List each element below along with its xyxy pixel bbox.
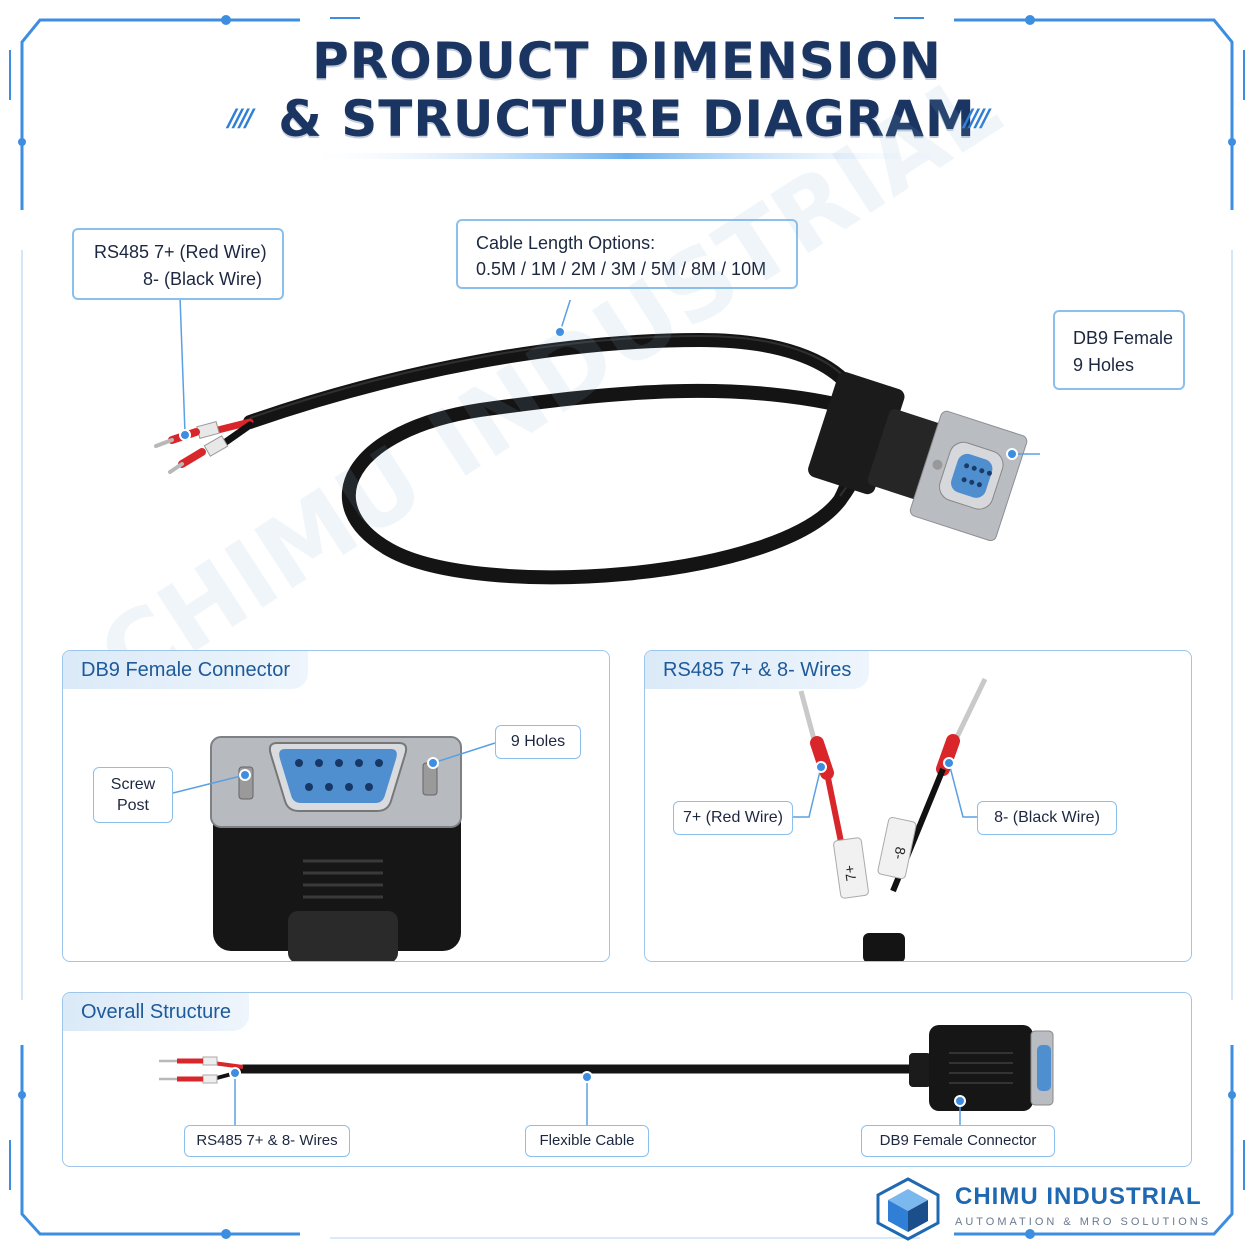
wires-closeup-illustration: 7+ 8- — [793, 677, 988, 961]
overall-structure-illustration — [159, 1025, 1054, 1127]
brand-name: CHIMU INDUSTRIAL — [955, 1183, 1202, 1210]
title-slashes-right: //// — [964, 104, 990, 132]
callout-rs485-wires: RS485 7+ (Red Wire) 8- (Black Wire) — [72, 228, 284, 300]
callout-black-wire: 8- (Black Wire) — [977, 801, 1117, 835]
panel-overall-title: Overall Structure — [63, 993, 250, 1031]
callout-rs485-wires-line2: 8- (Black Wire) — [142, 269, 262, 289]
screw-post-line1: Screw — [110, 776, 156, 793]
callout-overall-connector: DB9 Female Connector — [861, 1125, 1055, 1157]
callout-db9-line1: DB9 Female — [1073, 328, 1174, 348]
screw-post-line2: Post — [116, 797, 149, 814]
panel-overall-structure: Overall Structure RS485 7+ & 8- Wires Fl… — [62, 992, 1192, 1167]
title-slashes-left: //// — [228, 104, 254, 132]
callout-9-holes: 9 Holes — [495, 725, 581, 759]
cable-product-illustration — [154, 300, 1040, 585]
cable-length-label: Cable Length Options: — [476, 233, 656, 253]
panel-db9-title: DB9 Female Connector — [63, 651, 308, 689]
panel-rs485-wires: RS485 7+ & 8- Wires 7+ 8- 7+ (Red Wire) … — [644, 650, 1192, 962]
callout-overall-wires: RS485 7+ & 8- Wires — [184, 1125, 350, 1157]
cable-length-options: 0.5M / 1M / 2M / 3M / 5M / 8M / 10M — [476, 259, 767, 279]
page-title-line1: PRODUCT DIMENSION — [312, 32, 942, 90]
callout-db9-female: DB9 Female 9 Holes — [1053, 310, 1185, 390]
callout-red-wire: 7+ (Red Wire) — [673, 801, 793, 835]
panel-db9-connector: DB9 Female Connector Screw Post 9 Holes — [62, 650, 610, 962]
brand-tagline: AUTOMATION & MRO SOLUTIONS — [955, 1216, 1212, 1228]
callout-overall-cable: Flexible Cable — [525, 1125, 649, 1157]
callout-rs485-wires-line1: RS485 7+ (Red Wire) — [94, 242, 267, 262]
wire-marker-minus: 8- — [891, 846, 909, 861]
brand-logo-icon — [876, 1177, 940, 1241]
panel-wires-title: RS485 7+ & 8- Wires — [645, 651, 870, 689]
callout-cable-length: Cable Length Options: 0.5M / 1M / 2M / 3… — [456, 219, 798, 289]
wire-marker-plus: 7+ — [841, 864, 859, 882]
callout-screw-post: Screw Post — [93, 767, 173, 823]
db9-closeup-illustration — [172, 736, 496, 961]
page-title-line2: & STRUCTURE DIAGRAM — [278, 90, 976, 148]
callout-db9-line2: 9 Holes — [1073, 355, 1135, 375]
